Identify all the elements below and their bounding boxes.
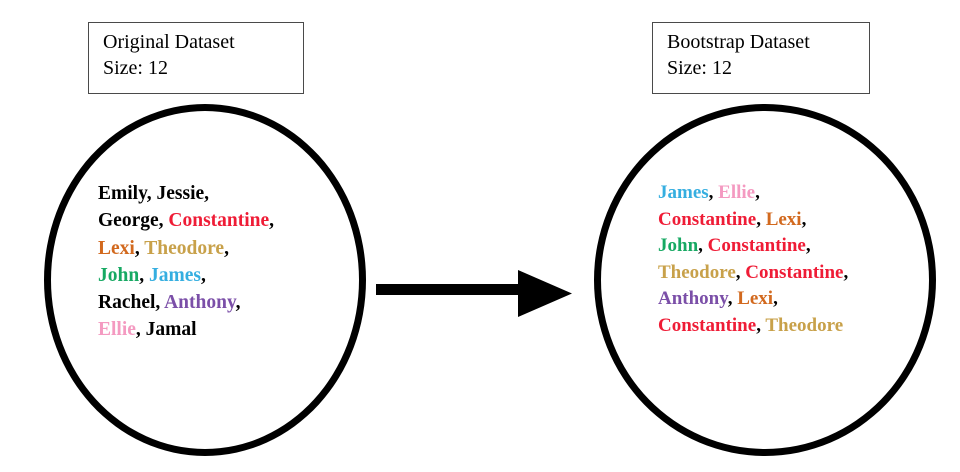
name-token: Anthony [164,292,236,314]
name-token: Constantine [658,314,757,336]
name-row: Anthony, Lexi, [658,286,848,313]
name-row: Ellie, Jamal [98,316,274,343]
name-separator: , [155,292,165,314]
name-separator: , [158,210,169,232]
name-separator: , [224,237,229,259]
name-separator: , [235,292,241,314]
name-separator: , [735,261,746,283]
name-token: Lexi [765,208,802,230]
name-separator: , [204,183,210,204]
name-separator: , [269,210,275,232]
name-token: Theodore [144,237,225,259]
name-separator: , [200,264,206,286]
name-row: Lexi, Theodore, [98,235,274,262]
name-row: James, Ellie, [658,180,848,207]
name-separator: , [146,183,157,204]
bootstrap-dataset-size: Size: 12 [667,57,732,80]
name-row: Rachel, Anthony, [98,289,274,316]
bootstrap-dataset-name-list: James, Ellie, Constantine, Lexi, John, C… [658,180,848,340]
original-dataset-label-box: Original Dataset Size: 12 [88,22,304,94]
name-row: Constantine, Lexi, [658,207,848,234]
name-token: Anthony [658,288,728,310]
original-dataset-circle [44,104,366,456]
name-row: John, James, [98,262,274,289]
name-separator: , [756,314,766,336]
name-separator: , [843,261,849,283]
name-token: Ellie [98,319,136,341]
name-token: George [98,210,159,232]
name-separator: , [135,319,146,341]
name-separator: , [773,288,778,310]
name-row: George, Constantine, [98,207,274,234]
original-dataset-size: Size: 12 [103,57,168,80]
name-token: Rachel [98,292,156,314]
name-separator: , [698,235,708,257]
name-token: Constantine [745,261,844,283]
bootstrap-dataset-label-box: Bootstrap Dataset Size: 12 [652,22,870,94]
name-token: Jessie [156,183,205,204]
name-token: John [658,235,699,257]
name-token: John [98,264,140,286]
name-row: Emily, Jessie, [98,180,274,207]
name-token: Constantine [707,235,806,257]
name-separator: , [756,208,766,230]
name-token: Theodore [658,261,736,283]
name-separator: , [139,264,149,286]
bootstrap-dataset-circle [594,104,936,456]
name-separator: , [727,288,738,310]
name-token: Theodore [765,314,844,336]
name-separator: , [805,235,811,257]
name-token: Ellie [718,182,756,203]
name-token: Jamal [145,319,197,341]
name-row: John, Constantine, [658,233,848,260]
original-dataset-name-list: Emily, Jessie, George, Constantine, Lexi… [98,180,274,344]
name-token: Constantine [658,208,757,230]
name-token: Emily [98,183,147,204]
original-dataset-title: Original Dataset [103,31,235,53]
name-separator: , [708,182,719,203]
name-token: Lexi [737,288,774,310]
name-row: Constantine, Theodore [658,313,848,340]
name-token: Lexi [98,237,135,259]
bootstrap-dataset-title: Bootstrap Dataset [667,31,810,53]
name-separator: , [801,208,807,230]
name-row: Theodore, Constantine, [658,260,848,287]
resample-arrow-icon [376,270,572,317]
name-token: James [658,182,709,203]
name-token: Constantine [168,210,270,232]
name-separator: , [134,237,145,259]
name-token: James [148,264,201,286]
name-separator: , [755,182,760,203]
